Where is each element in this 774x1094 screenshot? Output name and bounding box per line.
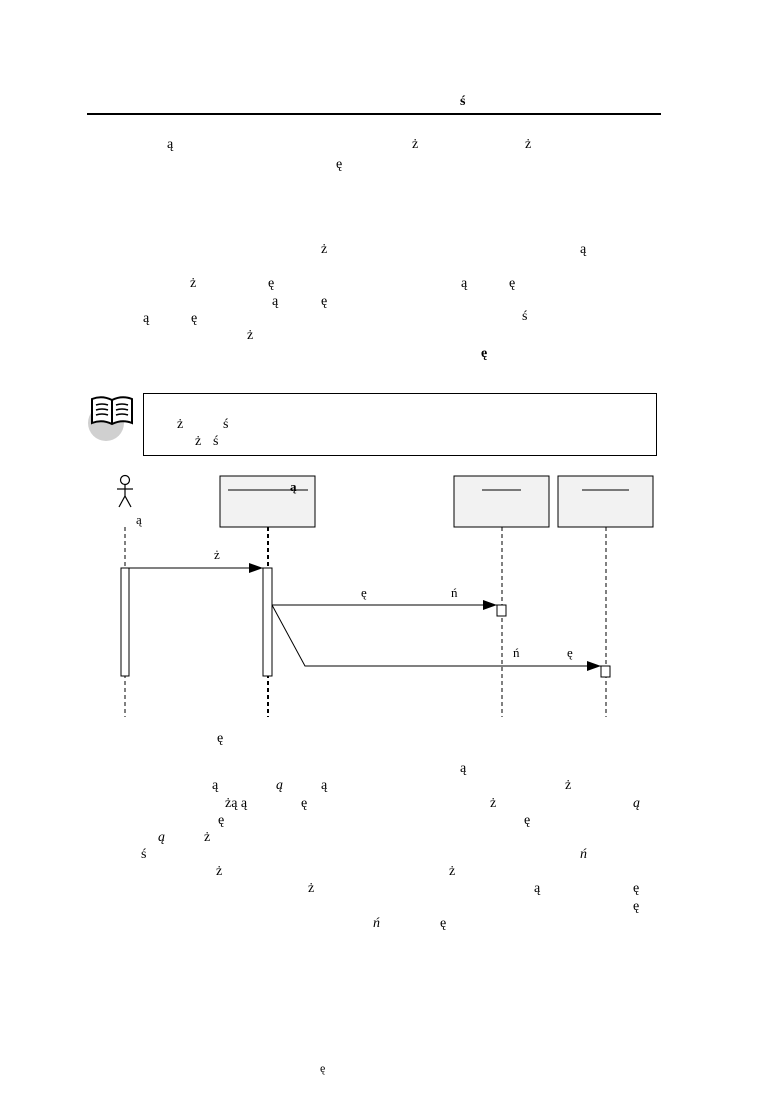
actor-icon — [117, 474, 133, 508]
lifeline-box-2 — [453, 475, 550, 528]
actor-label: ą — [136, 512, 142, 527]
glyph: ż — [195, 434, 202, 449]
lifeline-box-1 — [219, 475, 316, 528]
glyph: ą — [321, 778, 328, 793]
glyph: ę — [268, 276, 275, 291]
glyph: ą — [276, 778, 283, 793]
glyph: ń — [373, 916, 380, 931]
glyph: ą — [272, 294, 279, 309]
glyph: ż — [525, 137, 532, 152]
book-icon — [88, 396, 133, 441]
glyph: ą — [212, 778, 219, 793]
glyph: ś — [223, 417, 229, 432]
glyph: ż — [565, 778, 572, 793]
note-box — [143, 393, 657, 456]
glyph: ę — [191, 311, 198, 326]
glyph: ą — [158, 830, 165, 845]
glyph: ę — [633, 899, 640, 914]
message-3-arrow — [271, 604, 601, 671]
glyph: ż — [308, 881, 315, 896]
glyph: ż — [412, 137, 419, 152]
diagram-caption: ę — [217, 731, 224, 746]
glyph: ą — [633, 796, 640, 811]
message-2-label-a: ę — [361, 585, 367, 600]
message-1-label: ż — [214, 547, 220, 562]
glyph: ą — [167, 137, 174, 152]
glyph: ś — [141, 847, 147, 862]
activation-bar-actor — [120, 567, 130, 677]
message-2-label-b: ń — [451, 585, 458, 600]
glyph: ę — [633, 881, 640, 896]
lifeline-1-label: ą — [290, 479, 297, 494]
glyph: ę — [336, 157, 343, 172]
header-rule — [87, 113, 661, 115]
glyph: ż — [216, 864, 223, 879]
glyph: ą — [460, 761, 467, 776]
glyph: ś — [213, 434, 219, 449]
glyph: ż — [177, 417, 184, 432]
glyph: ż — [190, 276, 197, 291]
glyph: ż — [449, 864, 456, 879]
glyph: ę — [301, 796, 308, 811]
glyph: ż — [204, 830, 211, 845]
glyph: ą — [143, 311, 150, 326]
glyph: ą — [580, 242, 587, 257]
glyph: ę — [321, 294, 328, 309]
glyph: ż — [247, 328, 254, 343]
glyph: ś — [522, 309, 528, 324]
glyph: ą — [461, 276, 468, 291]
glyph: ę — [440, 916, 447, 931]
lifeline-box-3 — [557, 475, 654, 528]
header-mark: ś — [460, 94, 466, 109]
glyph: żą ą — [225, 796, 248, 811]
glyph: ę — [218, 813, 225, 828]
glyph: ę — [481, 346, 488, 361]
glyph: ż — [321, 242, 328, 257]
activation-bar-1 — [262, 567, 273, 677]
message-3-label-b: ę — [567, 645, 573, 660]
message-3-label-a: ń — [513, 645, 520, 660]
glyph: ą — [534, 881, 541, 896]
glyph: ń — [580, 847, 587, 862]
glyph: ę — [509, 276, 516, 291]
glyph: ę — [524, 813, 531, 828]
activation-bar-2 — [496, 604, 507, 617]
glyph: ż — [490, 796, 497, 811]
footer-mark: ę — [320, 1061, 326, 1075]
activation-bar-3 — [600, 665, 611, 678]
